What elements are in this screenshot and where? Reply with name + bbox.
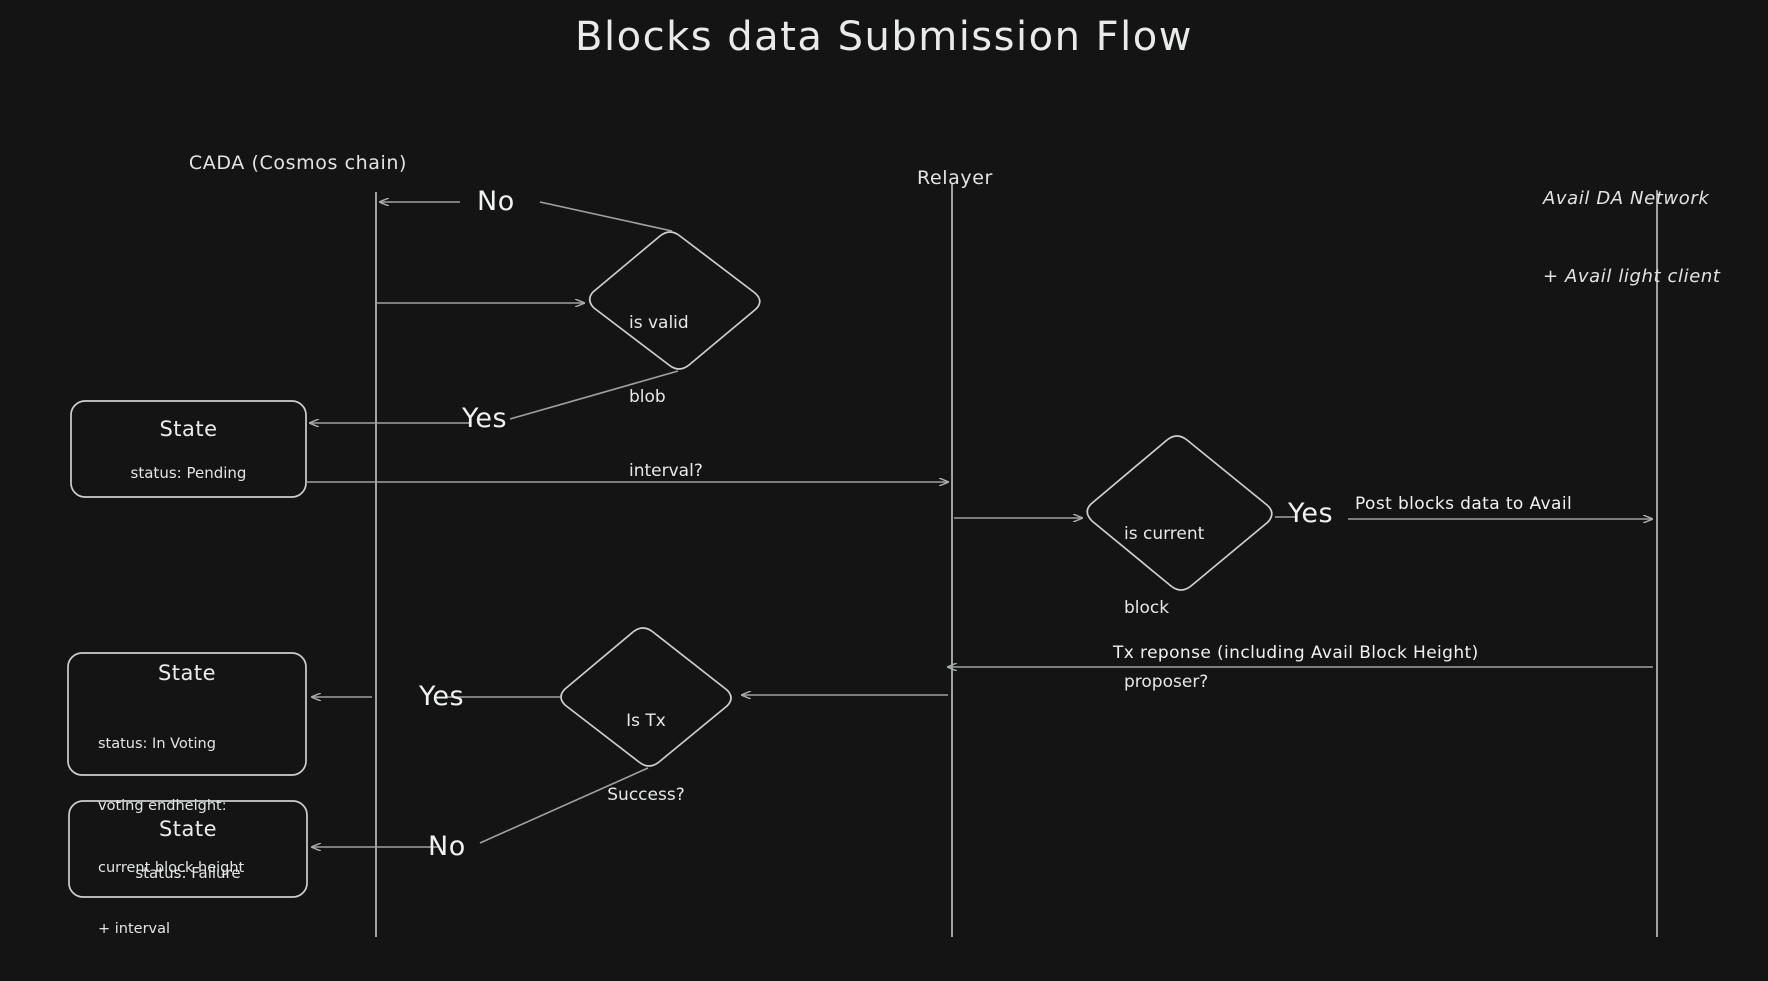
- lane-label-cada: CADA (Cosmos chain): [188, 152, 408, 174]
- decision-line-2: blob: [629, 387, 666, 408]
- decision-line-3: interval?: [629, 461, 703, 482]
- page-title: Blocks data Submission Flow: [575, 14, 1193, 60]
- lane-label-relayer: Relayer: [917, 167, 993, 189]
- edge-label-yes-proposer: Yes: [1288, 498, 1334, 529]
- edge-label-yes-blob: Yes: [462, 403, 508, 434]
- decision-valid-blob-interval-label: is valid blob interval?: [629, 262, 759, 533]
- edge-blob-decision-no: [380, 202, 673, 232]
- state-pending-line-1: status: Pending: [130, 464, 247, 482]
- state-in-voting-line-1: status: In Voting: [98, 736, 216, 753]
- state-in-voting-line-4: + interval: [98, 921, 171, 938]
- edge-label-no-tx: No: [428, 831, 466, 862]
- edge-label-tx-response: Tx reponse (including Avail Block Height…: [1113, 643, 1479, 663]
- decision-line-1: is current: [1124, 524, 1205, 545]
- state-in-voting-line-3: current block height: [98, 859, 245, 876]
- lane-label-avail-line1: Avail DA Network: [1543, 188, 1710, 210]
- state-failure-title: State: [158, 817, 218, 841]
- decision-is-tx-success-label: Is Tx Success?: [586, 660, 706, 857]
- decision-line-3: proposer?: [1124, 672, 1209, 693]
- lane-label-avail: Avail DA Network + Avail light client: [1543, 134, 1768, 343]
- state-in-voting-line-2: voting endheight:: [98, 797, 227, 814]
- decision-line-2: Success?: [607, 785, 685, 806]
- edge-label-yes-tx: Yes: [419, 681, 465, 712]
- edge-label-post-blocks: Post blocks data to Avail: [1355, 494, 1573, 514]
- edge-label-no-top: No: [477, 186, 515, 217]
- decision-line-1: is valid: [629, 313, 689, 334]
- state-pending-title: State: [159, 417, 218, 441]
- diagram-canvas: Blocks data Submission Flow CADA (Cosmos…: [67, 14, 1768, 938]
- decision-line-2: block: [1124, 598, 1170, 619]
- state-in-voting-body: status: In Voting voting endheight: curr…: [98, 693, 308, 981]
- lane-label-avail-line2: + Avail light client: [1543, 266, 1721, 288]
- decision-current-block-proposer-label: is current block proposer?: [1124, 473, 1274, 744]
- decision-line-1: Is Tx: [626, 711, 666, 732]
- state-in-voting-title: State: [157, 661, 217, 685]
- state-failure-line-1: status: Failure: [135, 864, 241, 882]
